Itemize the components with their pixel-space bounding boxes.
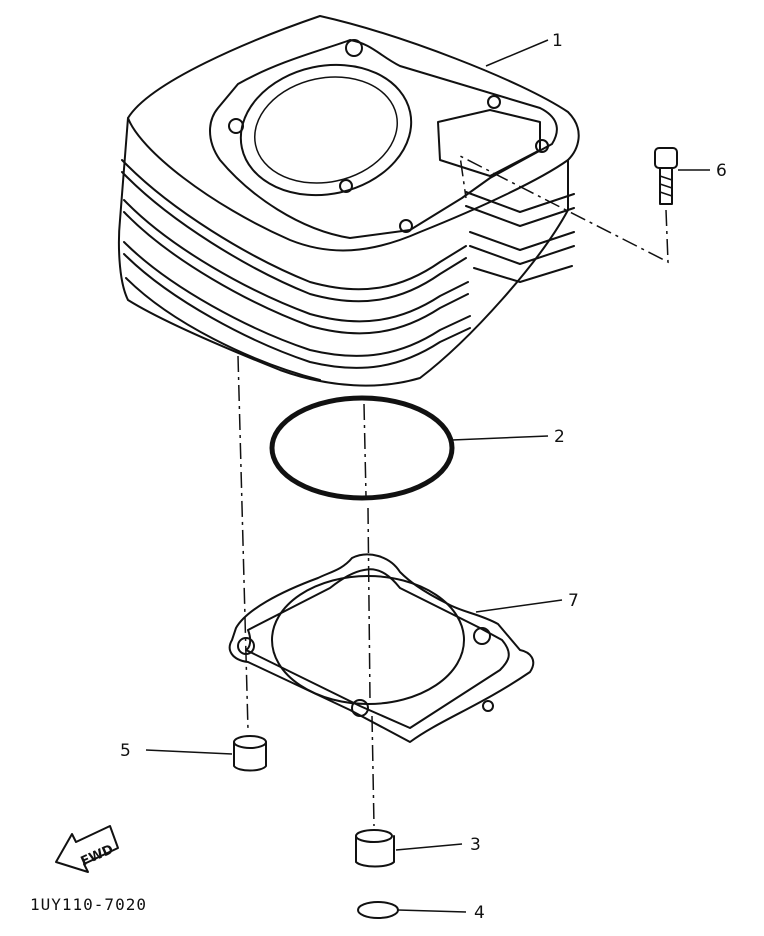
o-ring	[269, 395, 455, 501]
base-gasket	[228, 553, 535, 743]
cylinder	[117, 15, 580, 387]
fwd-label: FWD	[79, 842, 116, 870]
dowel-pin-3	[355, 829, 395, 868]
callout-1: 1	[552, 31, 563, 51]
callout-7: 7	[568, 591, 579, 611]
callout-3: 3	[470, 835, 481, 855]
dowel-pin-5	[233, 735, 267, 772]
bolt	[654, 147, 678, 205]
callout-2: 2	[554, 427, 565, 447]
alignment-lines	[237, 154, 669, 827]
reference-code: 1UY110-7020	[30, 895, 147, 914]
leader-lines	[145, 39, 710, 913]
callout-6: 6	[716, 161, 727, 181]
callout-5: 5	[120, 741, 131, 761]
fwd-arrow-icon: FWD	[55, 825, 119, 873]
callout-4: 4	[474, 903, 485, 923]
small-o-ring	[357, 901, 399, 919]
